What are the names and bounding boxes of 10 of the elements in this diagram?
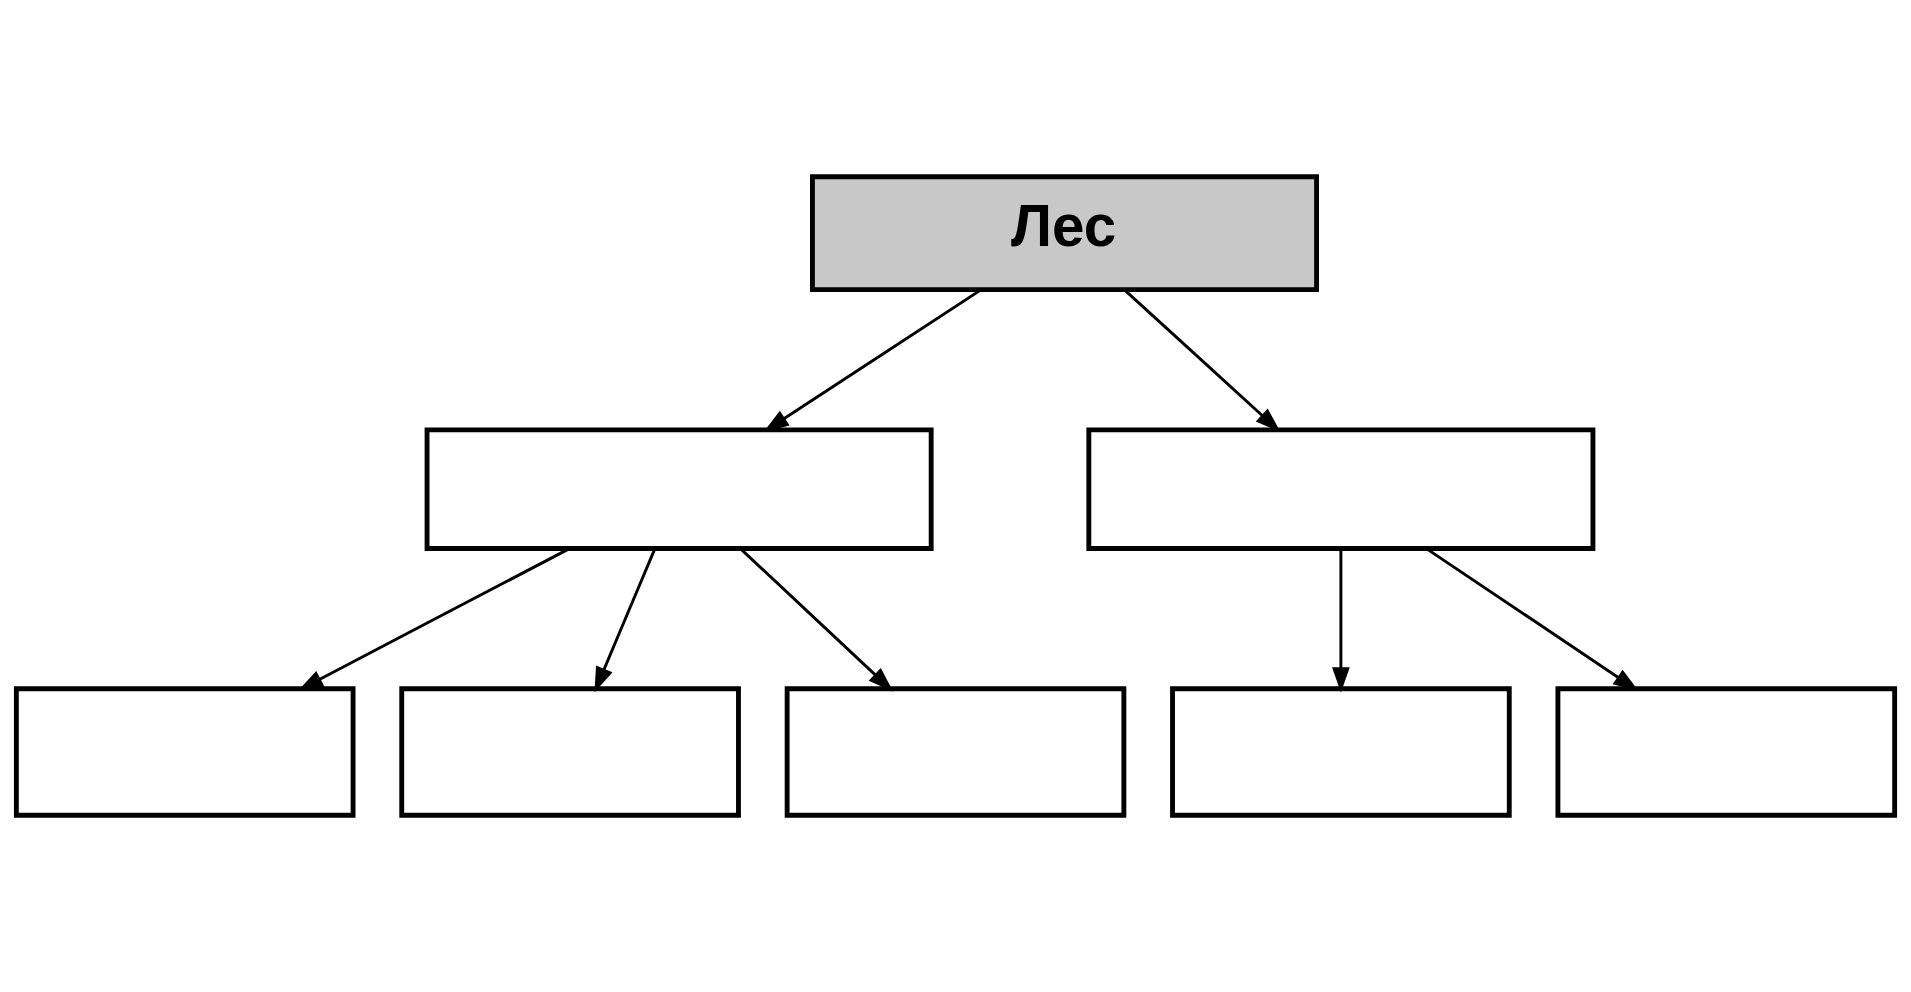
arrow (594, 548, 657, 693)
arrow (1332, 548, 1350, 693)
node-box (1086, 427, 1596, 551)
node-box (13, 686, 356, 818)
node-box: Лес (810, 174, 1319, 293)
node-box (1555, 686, 1898, 818)
node-box (784, 686, 1127, 818)
node-box (399, 686, 741, 818)
node-box (1170, 686, 1512, 818)
node-box (424, 427, 934, 551)
